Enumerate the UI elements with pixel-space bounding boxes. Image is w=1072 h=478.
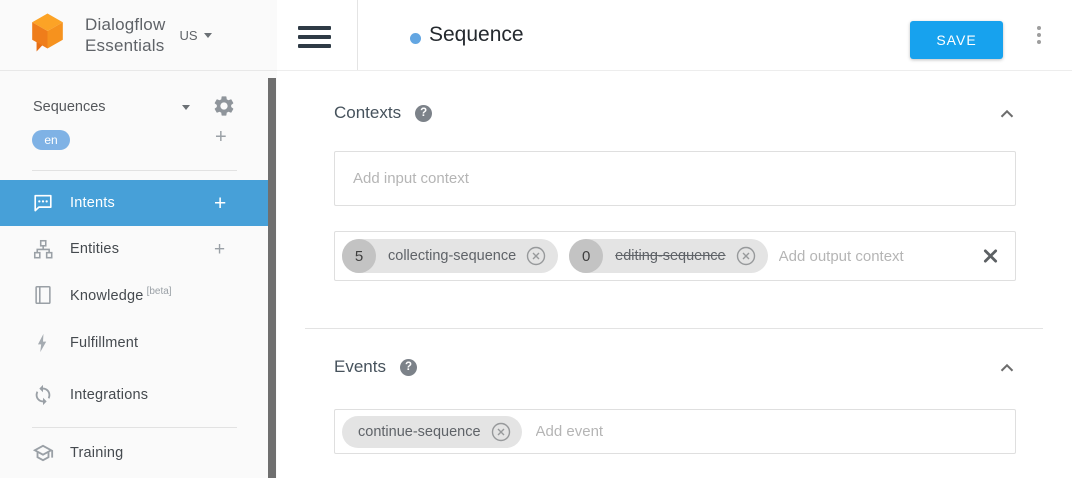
intent-form: Contexts ? 5 collecting-sequence 0 editi… <box>277 71 1072 478</box>
events-title: Events <box>334 357 386 376</box>
contexts-title: Contexts <box>334 103 402 122</box>
language-row: en + <box>0 126 277 150</box>
chip-label: collecting-sequence <box>388 248 517 264</box>
sidebar-divider <box>32 427 237 428</box>
add-language-button[interactable]: + <box>215 126 227 148</box>
clear-all-icon[interactable] <box>983 249 998 264</box>
kebab-menu-icon[interactable] <box>1037 26 1041 47</box>
chip-label: continue-sequence <box>358 423 481 440</box>
hamburger-menu-icon[interactable] <box>298 26 331 48</box>
sidebar-item-label: Training <box>70 445 124 461</box>
event-field-wrap: continue-sequence <box>334 409 1016 454</box>
chevron-down-icon[interactable] <box>182 105 190 110</box>
help-icon[interactable]: ? <box>415 104 433 122</box>
page-header: Sequence SAVE <box>277 0 1072 71</box>
language-badge[interactable]: en <box>32 130 70 150</box>
sidebar-item-label: Integrations <box>70 387 149 403</box>
output-context-field[interactable] <box>778 247 973 265</box>
output-context-chip[interactable]: 0 editing-sequence <box>569 239 768 273</box>
main-area: Sequence SAVE Contexts ? 5 collecting-se… <box>277 0 1072 478</box>
save-button[interactable]: SAVE <box>910 21 1003 59</box>
chevron-down-icon <box>203 32 212 38</box>
intent-status-dot <box>410 33 421 44</box>
output-context-chip[interactable]: 5 collecting-sequence <box>342 239 559 273</box>
sidebar-item-intents[interactable]: Intents + <box>0 180 268 226</box>
page-title: Sequence <box>429 23 524 46</box>
contexts-section-header: Contexts ? <box>334 102 1016 124</box>
lifespan-badge[interactable]: 0 <box>569 239 604 273</box>
help-icon[interactable]: ? <box>399 358 417 376</box>
region-selector[interactable]: US <box>179 27 212 43</box>
collapse-chevron-up-icon[interactable] <box>996 357 1018 379</box>
remove-chip-icon[interactable] <box>490 421 512 443</box>
sidebar-item-label: Knowledge[beta] <box>70 286 172 304</box>
sidebar-scrollbar[interactable] <box>268 78 276 478</box>
sidebar: Dialogflow Essentials US Sequences en + … <box>0 0 277 478</box>
sidebar-item-label: Fulfillment <box>70 335 139 351</box>
add-intent-button[interactable]: + <box>214 191 227 215</box>
event-field[interactable] <box>535 423 999 440</box>
collapse-chevron-up-icon[interactable] <box>996 103 1018 125</box>
chip-label: editing-sequence <box>615 248 726 264</box>
remove-chip-icon[interactable] <box>525 245 547 267</box>
gear-icon[interactable] <box>212 94 236 118</box>
sidebar-item-fulfillment[interactable]: Fulfillment <box>0 326 268 360</box>
brand-name: Dialogflow Essentials <box>85 15 166 55</box>
sidebar-item-label: Intents <box>70 195 115 211</box>
sidebar-item-entities[interactable]: Entities + <box>0 232 268 266</box>
input-context-field[interactable] <box>353 170 997 187</box>
hierarchy-icon <box>32 238 54 260</box>
remove-chip-icon[interactable] <box>735 245 757 267</box>
add-entity-button[interactable]: + <box>214 238 226 260</box>
events-section-header: Events ? <box>334 356 1016 378</box>
sidebar-divider <box>32 170 237 171</box>
agent-name[interactable]: Sequences <box>33 99 106 115</box>
beta-badge: [beta] <box>146 286 172 298</box>
sidebar-item-label: Entities <box>70 241 120 257</box>
brand-header: Dialogflow Essentials US <box>0 0 277 71</box>
lightning-bolt-icon <box>32 332 54 354</box>
graduation-cap-icon <box>32 442 54 464</box>
lifespan-badge[interactable]: 5 <box>342 239 376 273</box>
sync-icon <box>32 384 54 406</box>
header-divider <box>357 0 358 70</box>
sidebar-item-integrations[interactable]: Integrations <box>0 378 268 412</box>
sidebar-item-training[interactable]: Training <box>0 436 268 470</box>
input-context-field-wrap <box>334 151 1016 206</box>
chat-bubble-icon <box>32 192 54 214</box>
output-context-field-wrap: 5 collecting-sequence 0 editing-sequence <box>334 231 1016 281</box>
event-chip[interactable]: continue-sequence <box>342 415 522 448</box>
agent-selector-row: Sequences <box>0 96 277 118</box>
section-divider <box>305 328 1043 329</box>
region-label: US <box>179 27 198 43</box>
sidebar-item-knowledge[interactable]: Knowledge[beta] <box>0 278 268 312</box>
dialogflow-logo-icon <box>30 12 65 58</box>
book-icon <box>32 284 54 306</box>
